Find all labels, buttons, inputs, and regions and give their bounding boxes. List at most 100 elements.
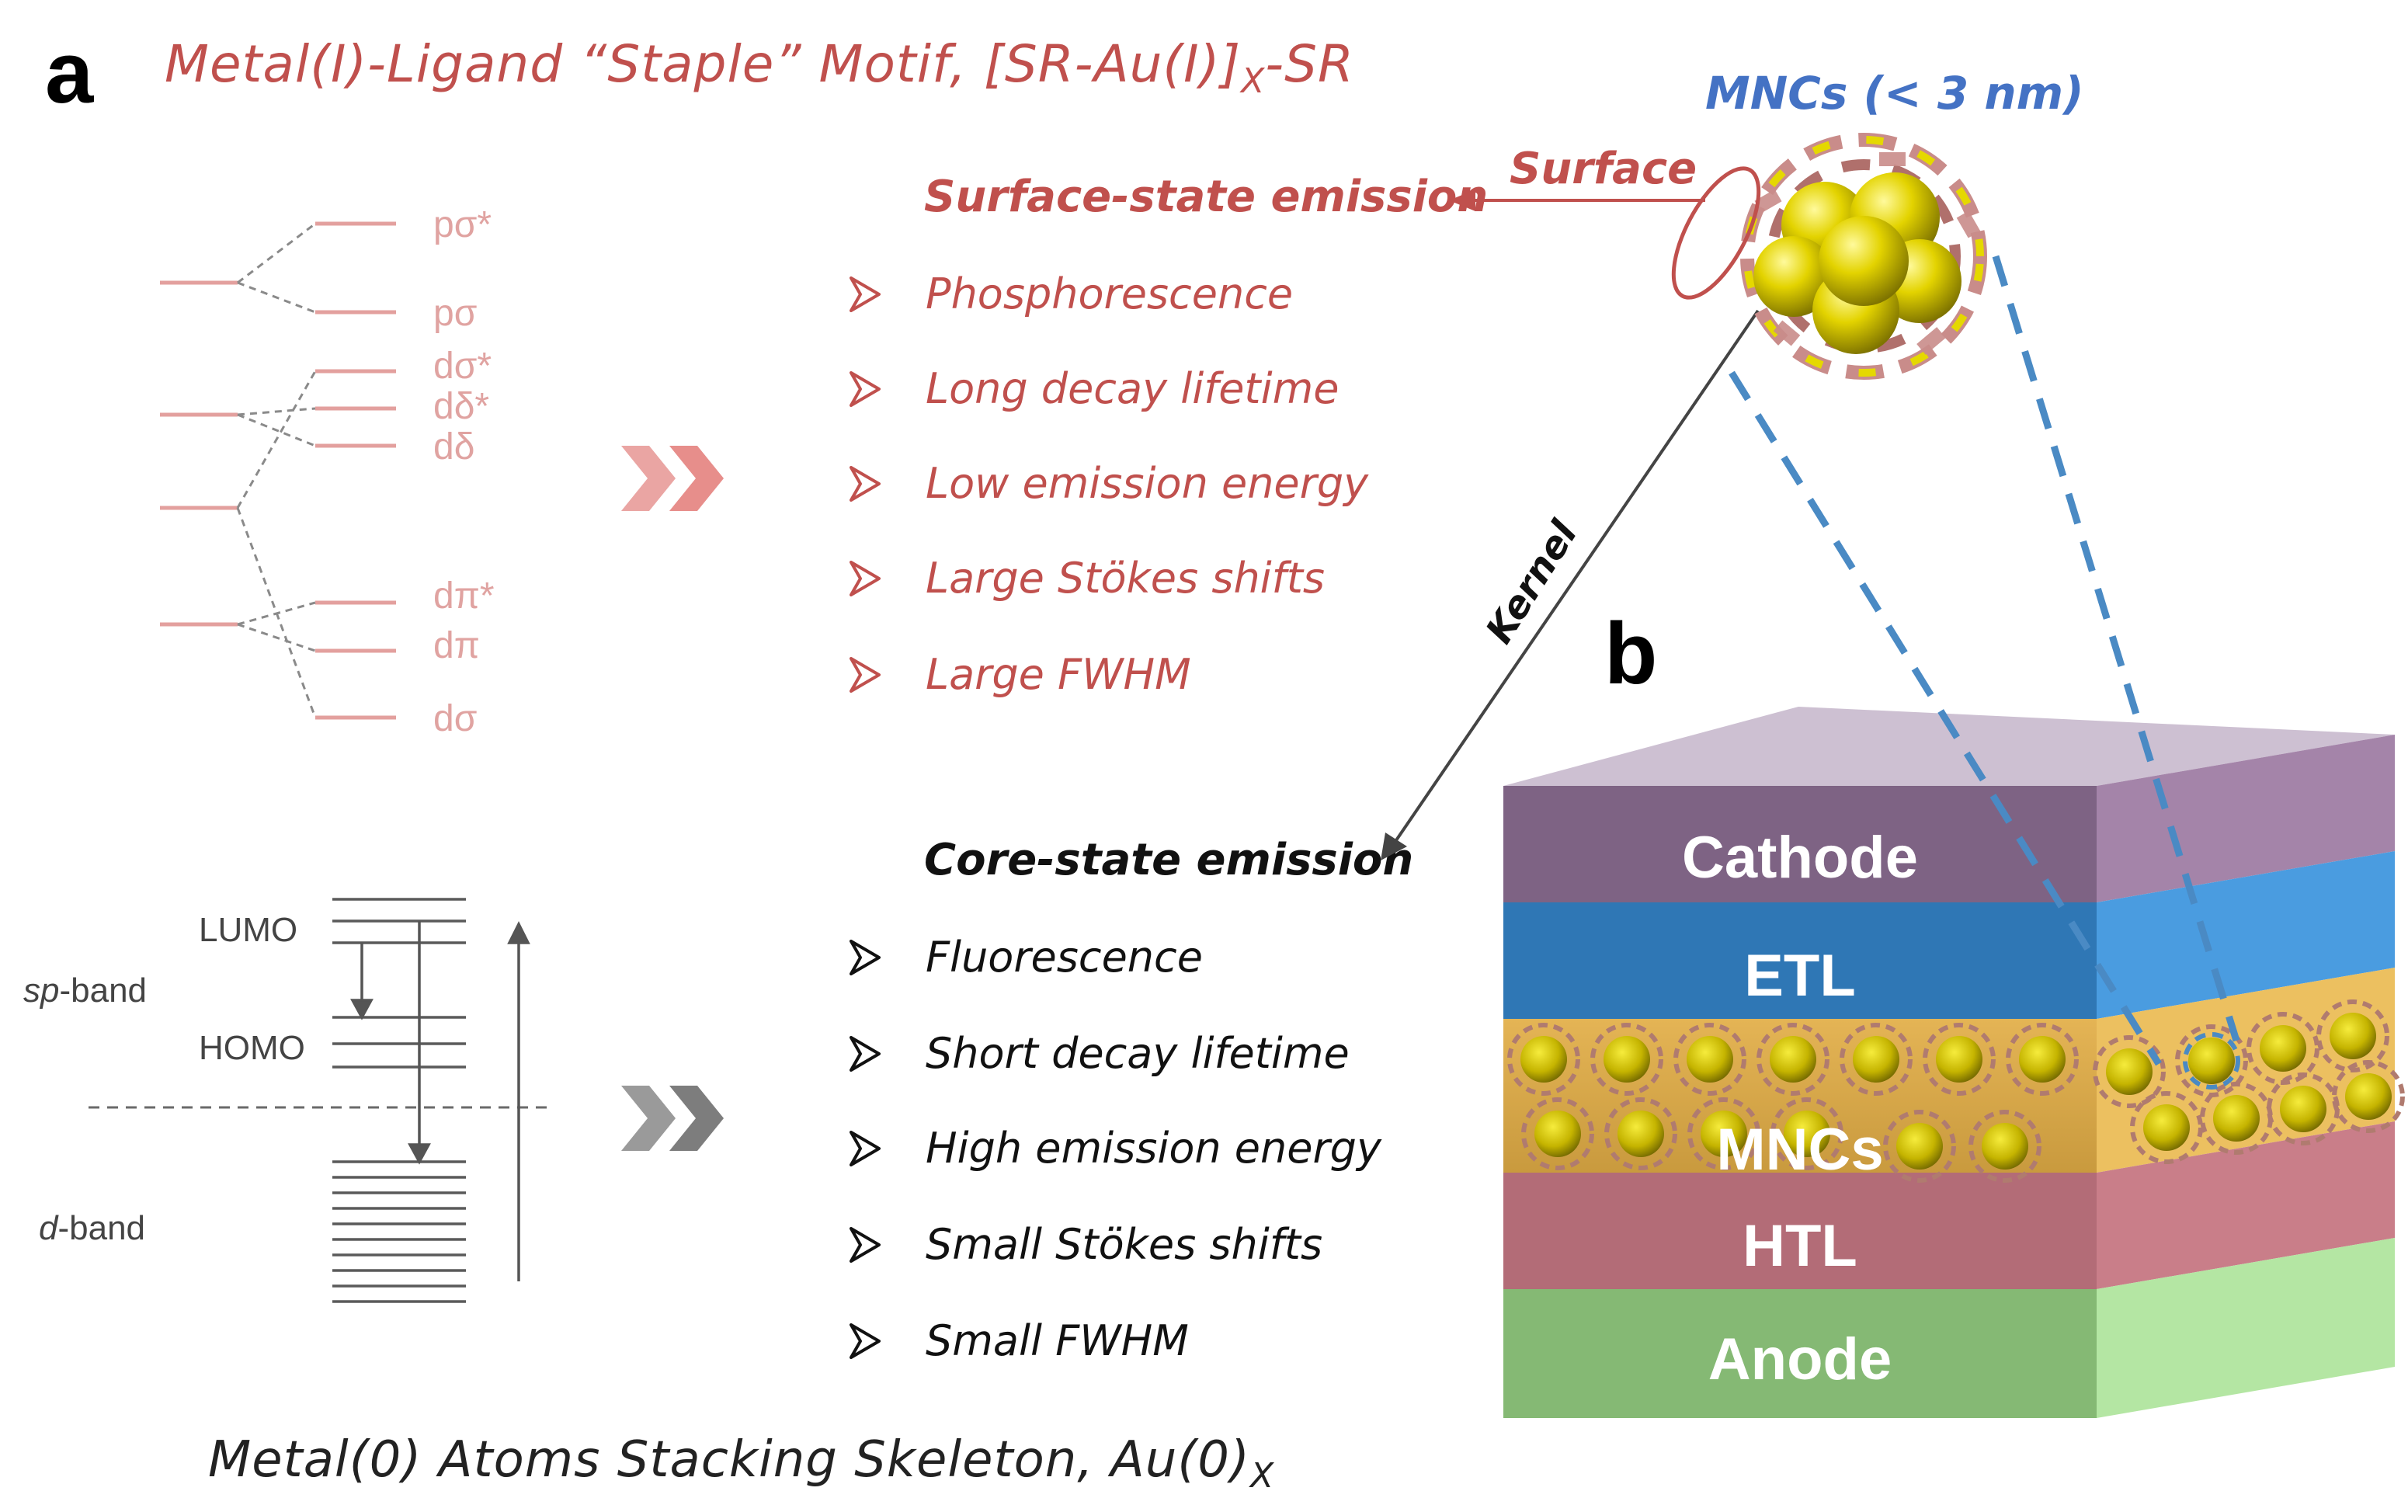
panel-b-letter: b [1604,605,1658,702]
arrowhead-bullet-icon [850,276,881,312]
mnc-particle-shell [1883,1110,1956,1183]
mo-level-label: dπ [433,625,480,666]
mo-level-label: dδ [433,426,475,468]
mnc-particle [2106,1048,2153,1095]
arrowhead-bullet-icon [850,657,881,693]
mo-level-label: dσ [433,698,478,739]
layer-front-etl [1503,902,2097,1019]
mnc-particle-shell [1673,1023,1746,1096]
arrowhead-bullet-icon [850,1131,881,1166]
arrowhead-bullet-icon [850,1227,881,1263]
sp-band-italic: sp [23,972,60,1010]
mnc-particle [1770,1036,1816,1083]
surface-highlight-ellipse [1671,166,1761,300]
surface-emission-item: Phosphorescence [926,269,1294,318]
mnc-particle-shell [1687,1097,1760,1170]
layer-front-cathode [1503,786,2097,902]
surface-emission-item: Large FWHM [926,650,1191,699]
surface-emission-item: Low emission energy [926,459,1369,508]
layer-label-anode: Anode [1708,1326,1892,1392]
mnc-particle [1687,1036,1733,1083]
arrowhead-bullet-icon [850,940,881,975]
mnc-particle-shell [1590,1023,1663,1096]
mnc-particle [1936,1036,1982,1083]
gold-nanocluster [1740,133,1987,380]
mnc-particle [1896,1123,1943,1170]
surface-emission-item: Large Stökes shifts [926,554,1326,603]
mnc-particle [2330,1013,2376,1059]
mnc-particle-shell [1968,1110,2041,1183]
layer-side-anode [2097,1238,2395,1418]
mnc-particle [1701,1111,1747,1157]
core-emission-item: Fluorescence [926,933,1203,982]
surface-emission-heading: Surface-state emission [924,172,1489,222]
skeleton-title-main: Metal(0) Atoms Stacking Skeleton, Au(0) [208,1431,1250,1489]
projection-line [1729,370,2162,1066]
skeleton-title-subscript: X [1249,1456,1275,1496]
chevron-right-icon [621,1086,724,1151]
arrowhead-bullet-icon [850,371,881,407]
mnc-particle [2213,1095,2260,1142]
staple-motif-title: Metal(I)-Ligand “Staple” Motif, [SR-Au(I… [165,39,1354,99]
mnc-particle [1784,1111,1830,1157]
staple-title-tail: -SR [1265,34,1354,94]
layer-label-cathode: Cathode [1682,825,1918,891]
mnc-particle-shell [2130,1091,2203,1164]
arrowhead-bullet-icon [850,1036,881,1072]
d-band-rest: -band [57,1209,146,1247]
d-band-label: d-band [39,1211,145,1246]
mnc-particle-shell [1507,1023,1580,1096]
surface-emission-item: Long decay lifetime [926,364,1340,413]
chevron-right-icon [621,446,724,511]
highlighted-mnc-ring [2183,1032,2240,1090]
mnc-particle-shell [2093,1035,2166,1108]
arrowhead-bullet-icon [850,466,881,502]
core-emission-heading: Core-state emission [924,835,1414,885]
layer-front-htl [1503,1173,2097,1289]
mnc-particle-shell [2006,1023,2079,1096]
layer-label-mncs: MNCs [1716,1117,1883,1183]
mo-level-label: pσ* [433,204,492,245]
mnc-particle-shell [1756,1023,1829,1096]
mo-level-label: dδ* [433,386,490,427]
mnc-particle [1982,1123,2028,1170]
mnc-particle-shell [1770,1097,1843,1170]
kernel-arrow [1395,309,1760,842]
layer-side-etl [2097,851,2395,1019]
projection-line [1992,255,2240,1042]
mnc-particle-shell [2246,1012,2319,1085]
mnc-particle [2143,1104,2190,1151]
d-band-italic: d [39,1209,58,1247]
mnc-particle-shell [1923,1023,1996,1096]
sp-band-label: sp-band [23,974,147,1008]
staple-title-subscript: X [1241,61,1266,101]
mnc-particle-shell [2332,1060,2405,1133]
layer-side-cathode [2097,735,2395,902]
mnc-particle-shell [2316,999,2389,1072]
core-emission-item: High emission energy [926,1124,1381,1173]
panel-a-letter: a [45,24,94,121]
layer-label-etl: ETL [1744,943,1856,1009]
kernel-arrowhead [1381,832,1407,860]
mnc-particle [2280,1086,2326,1132]
mnc-particle [1853,1036,1899,1083]
mnc-particle-shell [1840,1023,1913,1096]
mnc-particle [1604,1036,1650,1083]
mnc-particle [2188,1038,2235,1084]
core-emission-item: Small Stökes shifts [926,1220,1323,1269]
sp-band-rest: -band [59,972,148,1010]
mnc-particle-shell [1604,1097,1677,1170]
mo-level-label: dπ* [433,575,495,617]
mnc-particle [1617,1111,1664,1157]
mnc-particle [2260,1025,2306,1072]
stack-top-face [1503,707,2395,786]
core-emission-item: Short decay lifetime [926,1029,1350,1078]
mnc-particle [1520,1036,1567,1083]
core-emission-item: Small FWHM [926,1316,1189,1365]
mnc-particle [2019,1036,2066,1083]
